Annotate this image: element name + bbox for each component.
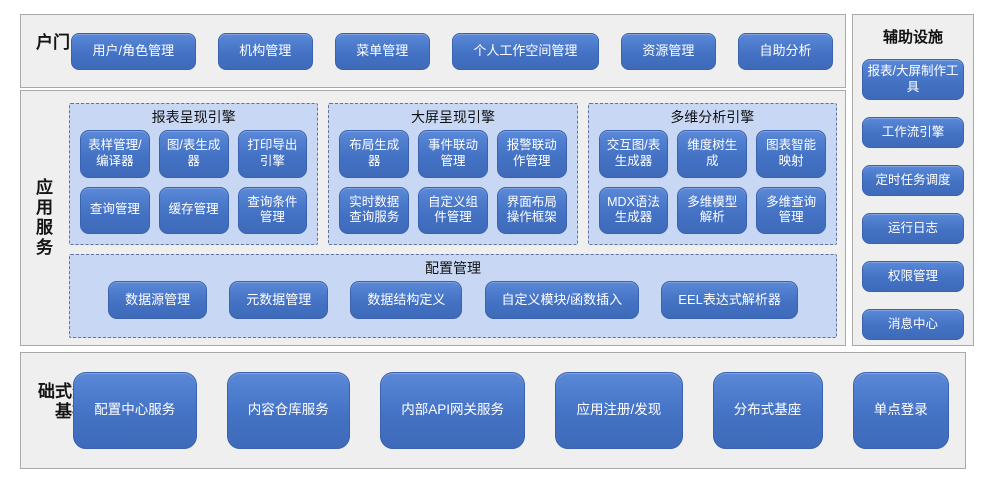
report-engine-panel-title: 报表呈现引擎 [151, 109, 236, 125]
node-internal-api-gateway-service: 内部API网关服务 [380, 372, 526, 449]
olap-engine-panel-title: 多维分析引擎 [670, 109, 755, 125]
dashboard-engine-panel: 大屏呈现引擎 布局生成器 事件联动管理 报警联动作管理 实时数据查询服务 自定义… [328, 103, 578, 245]
node-org-management: 机构管理 [217, 32, 313, 70]
node-custom-module-function-insert: 自定义模块/函数插入 [484, 281, 640, 319]
node-self-service-analysis: 自助分析 [737, 32, 833, 70]
config-panel-title: 配置管理 [425, 260, 481, 276]
auxiliary-section-label: 辅助设施 [882, 29, 943, 46]
node-config-center-service: 配置中心服务 [73, 372, 197, 449]
node-report-dashboard-authoring-tool: 报表/大屏制作工具 [862, 59, 964, 101]
node-run-logs: 运行日志 [862, 213, 964, 245]
node-alarm-linkage-action-management: 报警联动作管理 [496, 130, 567, 178]
app-services-section-label: 应用服务 [33, 178, 52, 258]
report-engine-grid: 表样管理/编译器 图/表生成器 打印导出引擎 查询管理 缓存管理 查询条件管理 [70, 128, 317, 244]
distributed-foundation-section: 分布式基础 配置中心服务 内容仓库服务 内部API网关服务 应用注册/发现 分布… [20, 352, 966, 469]
auxiliary-facilities-section: 辅助设施 报表/大屏制作工具 工作流引擎 定时任务调度 运行日志 权限管理 消息… [852, 14, 974, 346]
node-app-registration-discovery: 应用注册/发现 [555, 372, 683, 449]
distributed-node-row: 配置中心服务 内容仓库服务 内部API网关服务 应用注册/发现 分布式基座 单点… [73, 353, 950, 468]
dashboard-engine-grid: 布局生成器 事件联动管理 报警联动作管理 实时数据查询服务 自定义组件管理 界面… [329, 128, 576, 244]
olap-engine-grid: 交互图/表生成器 维度树生成 图表智能映射 MDX语法生成器 多维模型解析 多维… [589, 128, 836, 244]
node-scheduled-task-scheduling: 定时任务调度 [862, 165, 964, 197]
dashboard-engine-panel-title: 大屏呈现引擎 [410, 109, 495, 125]
report-engine-panel: 报表呈现引擎 表样管理/编译器 图/表生成器 打印导出引擎 查询管理 缓存管理 … [69, 103, 319, 245]
node-workflow-engine: 工作流引擎 [862, 117, 964, 149]
node-interactive-chart-generator: 交互图/表生成器 [598, 130, 669, 178]
portal-node-row: 用户/角色管理 机构管理 菜单管理 个人工作空间管理 资源管理 自助分析 [71, 15, 833, 87]
node-realtime-data-query-service: 实时数据查询服务 [339, 186, 410, 234]
node-mdx-syntax-generator: MDX语法生成器 [598, 186, 669, 234]
engine-panels-row: 报表呈现引擎 表样管理/编译器 图/表生成器 打印导出引擎 查询管理 缓存管理 … [69, 103, 837, 245]
app-services-section: 应用服务 报表呈现引擎 表样管理/编译器 图/表生成器 打印导出引擎 查询管理 … [20, 90, 846, 346]
node-metadata-management: 元数据管理 [229, 281, 329, 319]
node-custom-component-management: 自定义组件管理 [418, 186, 488, 234]
node-dimension-tree-generation: 维度树生成 [677, 130, 748, 178]
node-datasource-management: 数据源管理 [108, 281, 208, 319]
node-query-management: 查询管理 [80, 186, 150, 234]
node-message-center: 消息中心 [862, 309, 964, 341]
node-permission-management: 权限管理 [862, 261, 964, 293]
config-node-row: 数据源管理 元数据管理 数据结构定义 自定义模块/函数插入 EEL表达式解析器 [70, 279, 836, 319]
node-menu-management: 菜单管理 [334, 32, 430, 70]
node-layout-generator: 布局生成器 [339, 130, 410, 178]
node-data-structure-definition: 数据结构定义 [350, 281, 463, 319]
node-event-linkage-management: 事件联动管理 [418, 130, 488, 178]
node-print-export-engine: 打印导出引擎 [237, 130, 308, 178]
node-content-repository-service: 内容仓库服务 [226, 372, 350, 449]
node-report-template-compiler: 表样管理/编译器 [80, 130, 150, 178]
olap-engine-panel: 多维分析引擎 交互图/表生成器 维度树生成 图表智能映射 MDX语法生成器 多维… [587, 103, 837, 245]
auxiliary-node-column: 报表/大屏制作工具 工作流引擎 定时任务调度 运行日志 权限管理 消息中心 [853, 59, 973, 341]
node-multidim-model-parsing: 多维模型解析 [677, 186, 748, 234]
portal-section: 门户 用户/角色管理 机构管理 菜单管理 个人工作空间管理 资源管理 自助分析 [20, 14, 846, 88]
node-chart-smart-mapping: 图表智能映射 [756, 130, 826, 178]
node-personal-workspace-management: 个人工作空间管理 [451, 32, 599, 70]
node-eel-expression-parser: EEL表达式解析器 [661, 281, 798, 319]
node-user-role-management: 用户/角色管理 [71, 32, 196, 70]
portal-section-label: 门户 [33, 33, 69, 53]
node-distributed-base: 分布式基座 [712, 372, 823, 449]
node-ui-layout-operation-framework: 界面布局操作框架 [496, 186, 567, 234]
node-multidim-query-management: 多维查询管理 [756, 186, 826, 234]
node-cache-management: 缓存管理 [158, 186, 229, 234]
node-resource-management: 资源管理 [620, 32, 716, 70]
node-chart-table-generator: 图/表生成器 [158, 130, 229, 178]
config-management-panel: 配置管理 数据源管理 元数据管理 数据结构定义 自定义模块/函数插入 EEL表达… [69, 254, 837, 338]
node-single-sign-on: 单点登录 [852, 372, 950, 449]
node-query-condition-management: 查询条件管理 [237, 186, 308, 234]
